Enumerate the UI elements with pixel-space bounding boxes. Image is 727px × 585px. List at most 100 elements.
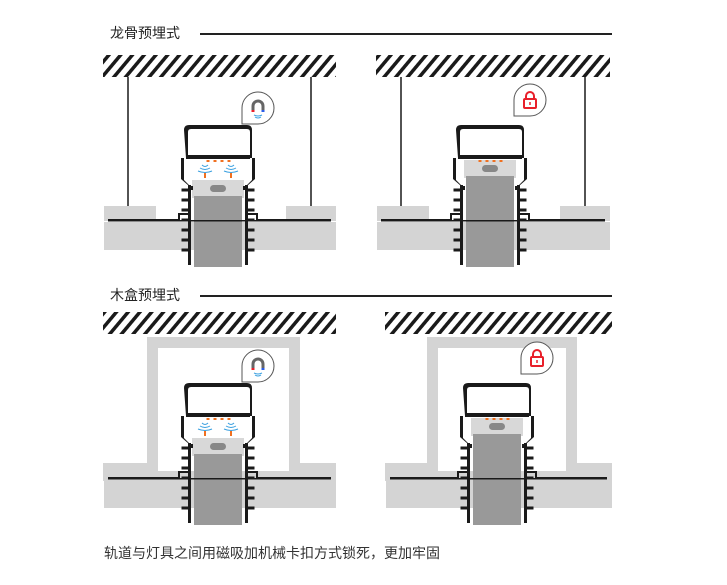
magnetic-wave bbox=[225, 425, 237, 428]
panel-woodbox-magnet bbox=[103, 312, 336, 525]
magnetic-wave bbox=[227, 164, 235, 167]
track-wall bbox=[517, 185, 520, 265]
led-chip bbox=[499, 418, 503, 420]
magnet-pole-red bbox=[251, 110, 255, 112]
ceiling-skim-line bbox=[381, 220, 605, 222]
magnetic-wave bbox=[225, 167, 237, 170]
led-chip bbox=[492, 418, 496, 420]
caption: 轨道与灯具之间用磁吸加机械卡扣方式锁死，更加牢固 bbox=[104, 546, 440, 562]
track-plate bbox=[458, 155, 522, 159]
magnetic-wave bbox=[201, 164, 209, 167]
lock-shackle-icon bbox=[525, 91, 535, 99]
ceiling-hatch bbox=[103, 55, 336, 77]
track-top bbox=[456, 125, 524, 158]
track-top bbox=[184, 125, 252, 158]
magnet-pole-blue bbox=[261, 110, 265, 112]
led-chip bbox=[485, 160, 489, 162]
magnetic-wave bbox=[223, 170, 239, 173]
magnetic-wave bbox=[199, 425, 211, 428]
lock-icon bbox=[523, 98, 537, 109]
track-flange bbox=[520, 213, 605, 221]
fixture-magnet bbox=[489, 423, 505, 430]
track-top bbox=[184, 383, 252, 416]
magnet-pole-blue bbox=[261, 368, 265, 370]
track-flange bbox=[390, 471, 467, 479]
track-wall bbox=[245, 443, 248, 523]
track-flange bbox=[248, 213, 331, 221]
magnetic-wave bbox=[197, 170, 213, 173]
track-flange bbox=[108, 213, 188, 221]
panel-keel-magnet bbox=[103, 55, 336, 267]
lock-badge bbox=[513, 83, 547, 117]
section-title-keel: 龙骨预埋式 bbox=[110, 23, 186, 43]
led-chip bbox=[478, 160, 482, 162]
led-chip bbox=[213, 418, 217, 420]
track-top bbox=[463, 383, 531, 416]
magnet-icon bbox=[251, 99, 265, 111]
magnet-pin bbox=[204, 173, 206, 178]
lock-badge bbox=[520, 341, 554, 375]
panel-woodbox-lock bbox=[385, 312, 612, 525]
led-chip bbox=[506, 418, 510, 420]
section-divider-woodbox bbox=[200, 295, 612, 297]
magnet-wave-icon bbox=[253, 372, 263, 377]
ceiling-skim-line bbox=[108, 478, 331, 480]
lock-keyhole bbox=[529, 102, 531, 105]
track-wall bbox=[467, 443, 470, 523]
keel-board bbox=[104, 206, 156, 221]
track-wall bbox=[188, 443, 191, 523]
led-chip bbox=[227, 418, 231, 420]
magnetic-wave bbox=[227, 422, 235, 425]
magnet-badge bbox=[241, 91, 275, 125]
keel-board bbox=[560, 206, 610, 221]
magnet-wave-icon bbox=[253, 114, 263, 119]
section-divider-keel bbox=[200, 33, 612, 35]
magnetic-wave bbox=[223, 428, 239, 431]
magnetic-wave bbox=[197, 428, 213, 431]
panel-keel-lock bbox=[376, 55, 610, 267]
ceiling-skim-line bbox=[108, 220, 331, 222]
fixture-body bbox=[194, 196, 242, 267]
led-chip bbox=[206, 160, 210, 162]
track-wall bbox=[188, 185, 191, 265]
fixture-magnet bbox=[482, 165, 498, 172]
keel-board bbox=[286, 206, 336, 221]
ceiling-hatch bbox=[376, 55, 610, 77]
wood-box bbox=[103, 337, 336, 481]
track-wall bbox=[524, 443, 527, 523]
magnet-pin bbox=[204, 431, 206, 436]
ceiling-hatch bbox=[385, 312, 612, 334]
led-chip bbox=[492, 160, 496, 162]
track-plate bbox=[186, 413, 250, 417]
lock-keyhole bbox=[536, 360, 538, 363]
track-wall bbox=[245, 185, 248, 265]
fixture-magnet bbox=[210, 185, 226, 192]
lock-icon bbox=[530, 356, 544, 367]
ceiling-hatch bbox=[103, 312, 336, 334]
fixture-magnet bbox=[210, 443, 226, 450]
section-title-woodbox: 木盒预埋式 bbox=[110, 285, 186, 305]
lock-shackle-icon bbox=[532, 349, 542, 357]
led-chip bbox=[206, 418, 210, 420]
ceiling-skim-line bbox=[390, 478, 607, 480]
track-wall bbox=[460, 185, 463, 265]
led-chip bbox=[485, 418, 489, 420]
fixture-body bbox=[194, 454, 242, 525]
keel-board bbox=[377, 206, 429, 221]
magnet-pin bbox=[230, 173, 232, 178]
magnet-pole-red bbox=[251, 368, 255, 370]
magnetic-wave bbox=[199, 167, 211, 170]
magnet-icon bbox=[251, 357, 265, 369]
track-flange bbox=[108, 471, 188, 479]
led-chip bbox=[213, 160, 217, 162]
track-flange bbox=[527, 471, 607, 479]
led-chip bbox=[220, 160, 224, 162]
led-chip bbox=[227, 160, 231, 162]
track-plate bbox=[465, 413, 529, 417]
wood-box bbox=[385, 337, 612, 481]
track-plate bbox=[186, 155, 250, 159]
track-flange bbox=[248, 471, 331, 479]
led-chip bbox=[220, 418, 224, 420]
magnet-pin bbox=[230, 431, 232, 436]
